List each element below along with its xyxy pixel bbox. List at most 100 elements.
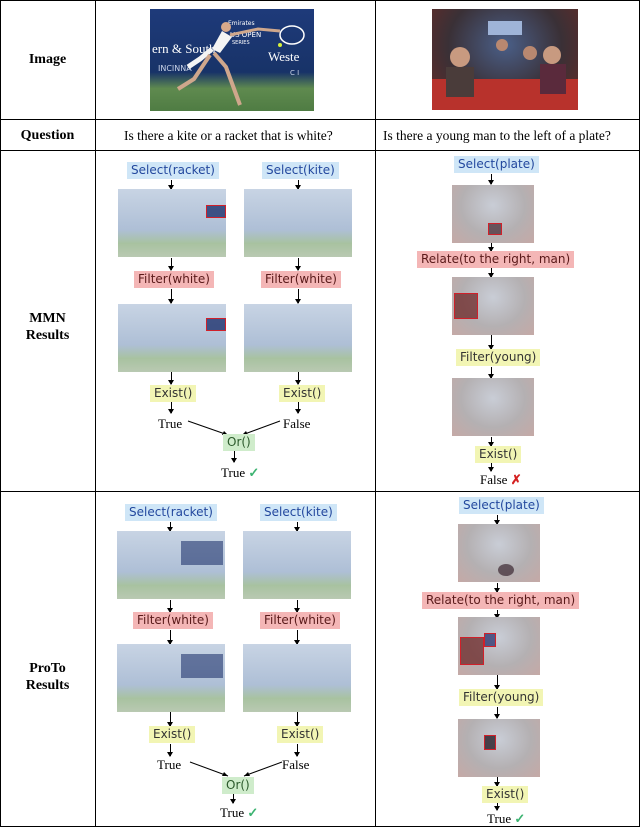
tennis-sign-7: C I bbox=[290, 69, 299, 77]
mmn-rest-img-2 bbox=[452, 277, 534, 335]
row-label-question: Question bbox=[20, 128, 75, 143]
proto-rest-img-2 bbox=[458, 617, 540, 675]
proto-attention-box-3 bbox=[181, 654, 223, 678]
mmn-right-final-text: False bbox=[480, 472, 508, 487]
table-border-left bbox=[0, 0, 1, 827]
proto-arrow-or bbox=[230, 794, 236, 804]
proto-rest-img-3 bbox=[458, 719, 540, 777]
proto-arrow-r1 bbox=[294, 522, 300, 532]
mmn-or: Or() bbox=[223, 434, 255, 451]
mmn-attention-box-3 bbox=[206, 318, 226, 331]
mmn-filter-white-1: Filter(white) bbox=[134, 271, 214, 288]
proto-out-false: False bbox=[282, 757, 310, 772]
proto-plate-box bbox=[498, 564, 514, 576]
mmn-arrow-p4 bbox=[488, 335, 494, 350]
mmn-rest-img-1 bbox=[452, 185, 534, 243]
mmn-select-racket: Select(racket) bbox=[127, 162, 219, 179]
mmn-select-plate: Select(plate) bbox=[454, 156, 539, 173]
mmn-tennis-img-1 bbox=[118, 189, 226, 257]
row-label-mmn: MMN Results bbox=[0, 310, 95, 344]
row-divider-1 bbox=[0, 119, 640, 120]
mmn-tennis-img-2 bbox=[244, 189, 352, 257]
mmn-arrow-r4 bbox=[295, 372, 301, 385]
mmn-final-answer: True ✓ bbox=[221, 465, 259, 481]
mmn-arrow-p6 bbox=[488, 437, 494, 447]
mmn-select-kite: Select(kite) bbox=[262, 162, 339, 179]
proto-arrow-p5 bbox=[494, 707, 500, 719]
mmn-attention-box-1 bbox=[206, 205, 226, 218]
proto-filter-white-2: Filter(white) bbox=[260, 612, 340, 629]
proto-arrow-l2 bbox=[167, 600, 173, 613]
row-label-proto: ProTo Results bbox=[0, 660, 95, 694]
mmn-arrow-p2 bbox=[488, 243, 494, 252]
mmn-relate: Relate(to the right, man) bbox=[417, 251, 575, 268]
mmn-tennis-img-4 bbox=[244, 304, 352, 372]
proto-exist-2: Exist() bbox=[277, 726, 324, 743]
mmn-arrow-p7 bbox=[488, 463, 494, 472]
table-border-top bbox=[0, 0, 640, 1]
player-figure bbox=[176, 22, 305, 106]
proto-arrow-p6 bbox=[494, 777, 500, 787]
proto-arrow-r2 bbox=[294, 600, 300, 613]
tennis-sign-2: US OPEN bbox=[230, 31, 261, 39]
mmn-rest-img-3 bbox=[452, 378, 534, 436]
tennis-image: Emirates US OPEN SERIES ern & South West… bbox=[150, 9, 314, 111]
proto-right-final-text: True bbox=[487, 811, 512, 826]
tennis-sign-5: Weste bbox=[268, 49, 300, 64]
mmn-tennis-img-3 bbox=[118, 304, 226, 372]
proto-arrow-l3 bbox=[167, 630, 173, 645]
mmn-man-box bbox=[454, 293, 478, 319]
mmn-arrow-l4 bbox=[168, 372, 174, 385]
proto-select-kite: Select(kite) bbox=[260, 504, 337, 521]
question-2: Is there a young man to the left of a pl… bbox=[383, 128, 611, 143]
proto-arrow-r4 bbox=[294, 712, 300, 727]
proto-man-box-1 bbox=[460, 637, 484, 665]
col-divider-1 bbox=[95, 0, 96, 827]
mmn-arrow-l3 bbox=[168, 289, 174, 304]
restaurant-scene bbox=[432, 21, 578, 110]
check-icon: ✓ bbox=[248, 465, 260, 480]
proto-tennis-img-4 bbox=[243, 644, 351, 712]
mmn-right-final: False ✗ bbox=[480, 472, 522, 488]
mmn-arrow-l1 bbox=[168, 180, 174, 190]
cross-icon: ✗ bbox=[510, 472, 522, 487]
mmn-out-true: True bbox=[158, 416, 183, 431]
proto-exist-1: Exist() bbox=[149, 726, 196, 743]
proto-arrow-r3 bbox=[294, 630, 300, 645]
proto-arrow-p3 bbox=[494, 610, 500, 619]
mmn-arrow-or bbox=[231, 451, 237, 463]
tennis-sign-1: Emirates bbox=[228, 20, 255, 27]
proto-out-true: True bbox=[157, 757, 182, 772]
mmn-arrow-r1 bbox=[295, 180, 301, 190]
proto-final-answer: True ✓ bbox=[220, 805, 258, 821]
row-divider-2 bbox=[0, 150, 640, 151]
mmn-exist-2: Exist() bbox=[279, 385, 326, 402]
mmn-arrow-p5 bbox=[488, 367, 494, 379]
mmn-arrow-p3 bbox=[488, 268, 494, 278]
proto-filter-white-1: Filter(white) bbox=[133, 612, 213, 629]
proto-man-box-2 bbox=[484, 633, 496, 647]
question-1: Is there a kite or a racket that is whit… bbox=[124, 128, 333, 143]
tennis-sign-3: SERIES bbox=[232, 40, 250, 46]
mmn-exist-plate: Exist() bbox=[475, 446, 522, 463]
mmn-arrow-l5 bbox=[168, 402, 174, 414]
proto-tennis-img-3 bbox=[117, 644, 225, 712]
row-divider-3 bbox=[0, 491, 640, 492]
proto-tennis-img-2 bbox=[243, 531, 351, 599]
proto-or-connectors bbox=[189, 761, 283, 777]
row-label-proto-line2: Results bbox=[25, 678, 70, 693]
mmn-arrow-r5 bbox=[295, 402, 301, 414]
tennis-scene: Emirates US OPEN SERIES ern & South West… bbox=[152, 20, 305, 106]
proto-arrow-l4 bbox=[167, 712, 173, 727]
proto-tennis-img-1 bbox=[117, 531, 225, 599]
proto-arrow-p2 bbox=[494, 583, 500, 593]
row-label-proto-line1: ProTo bbox=[29, 661, 66, 676]
mmn-filter-young: Filter(young) bbox=[456, 349, 541, 366]
row-label-mmn-line1: MMN bbox=[29, 311, 66, 326]
mmn-plate-box bbox=[488, 223, 502, 235]
proto-arrow-l5 bbox=[167, 744, 173, 757]
mmn-arrow-r3 bbox=[295, 289, 301, 304]
row-label-mmn-line2: Results bbox=[25, 328, 70, 343]
proto-or: Or() bbox=[222, 777, 254, 794]
proto-attention-box-1 bbox=[181, 541, 223, 565]
